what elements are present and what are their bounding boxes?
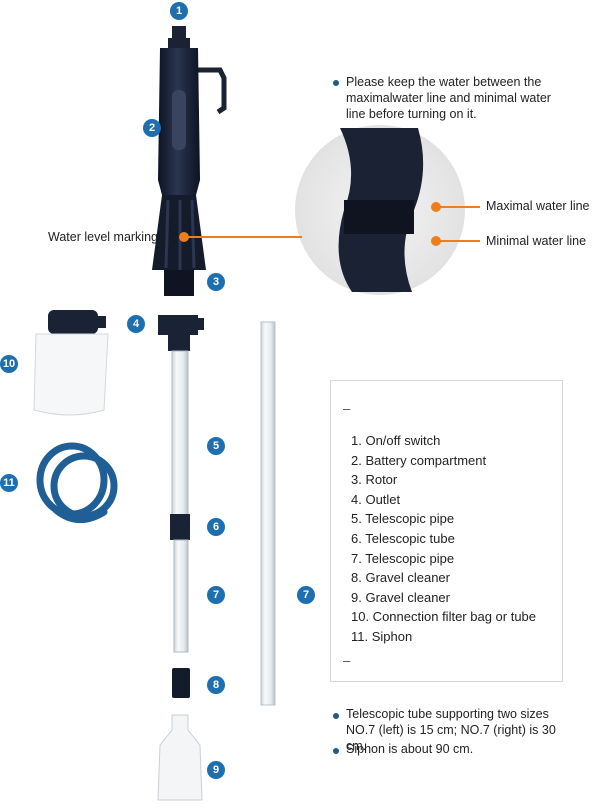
filter-bag [33, 310, 109, 416]
top-note: Please keep the water between the maxima… [346, 75, 551, 121]
telescopic-pipe-7-left [173, 539, 189, 653]
parts-list-dash-bottom: – [343, 653, 351, 668]
telescopic-pipe-7-right [260, 321, 276, 706]
badge-9: 9 [207, 761, 225, 779]
list-item: 6. Telescopic tube [351, 530, 455, 546]
badge-7-left: 7 [207, 586, 225, 604]
badge-7-right: 7 [297, 586, 315, 604]
top-note-bullet [333, 80, 339, 86]
badge-4: 4 [127, 315, 145, 333]
badge-10: 10 [0, 355, 18, 373]
list-item: 5. Telescopic pipe [351, 511, 455, 527]
list-item: 10. Connection filter bag or tube [351, 609, 537, 625]
rotor [152, 195, 206, 296]
bottom-note-2: Siphon is about 90 cm. [346, 742, 474, 756]
outlet [158, 315, 204, 351]
on-off-switch [168, 26, 190, 48]
list-item: 11. Siphon [351, 628, 413, 644]
badge-1: 1 [170, 2, 188, 20]
telescopic-tube-6 [170, 514, 190, 540]
gravel-cleaner-8 [172, 668, 190, 698]
badge-6: 6 [207, 518, 225, 536]
list-item: 8. Gravel cleaner [351, 570, 450, 586]
maximal-dot [431, 202, 441, 212]
badge-2: 2 [143, 119, 161, 137]
parts-list: – 1. On/off switch 2. Battery compartmen… [330, 380, 563, 682]
badge-5: 5 [207, 437, 225, 455]
badge-11: 11 [0, 474, 18, 492]
bottom-note-bullet-2 [333, 748, 339, 754]
list-item: 3. Rotor [351, 472, 398, 488]
list-item: 4. Outlet [351, 491, 401, 507]
maximal-water-line-label: Maximal water line [486, 199, 590, 213]
battery-compartment [158, 48, 200, 195]
bottom-note-1: Telescopic tube supporting two sizes NO.… [346, 707, 556, 753]
pump-hook [196, 67, 227, 115]
badge-8: 8 [207, 676, 225, 694]
parts-list-dash-top: – [343, 401, 351, 416]
minimal-water-line-label: Minimal water line [486, 234, 587, 248]
telescopic-pipe-5 [171, 350, 189, 517]
list-item: 7. Telescopic pipe [351, 550, 455, 566]
water-level-dot [179, 232, 189, 242]
list-item: 2. Battery compartment [351, 452, 487, 468]
list-item: 9. Gravel cleaner [351, 589, 450, 605]
water-level-marking-label: Water level marking [48, 230, 158, 244]
badge-3: 3 [207, 273, 225, 291]
water-line-zoom [295, 125, 465, 295]
gravel-cleaner-9 [157, 714, 203, 801]
minimal-dot [431, 236, 441, 246]
parts-list-items: 1. On/off switch 2. Battery compartment … [351, 431, 536, 647]
siphon-hose [36, 442, 118, 523]
list-item: 1. On/off switch [351, 433, 441, 448]
bottom-note-bullet-1 [333, 713, 339, 719]
